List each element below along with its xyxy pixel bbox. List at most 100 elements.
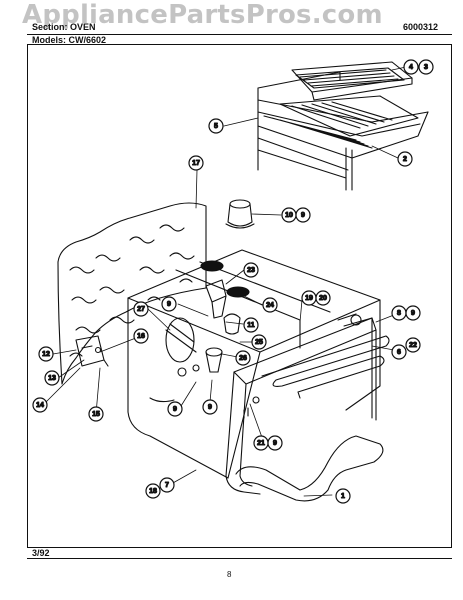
leader-lines bbox=[45, 66, 407, 497]
callout-10: 10 bbox=[281, 207, 297, 223]
callout-25: 25 bbox=[251, 334, 267, 350]
callout-24: 24 bbox=[262, 297, 278, 313]
callout-number: 24 bbox=[266, 302, 274, 309]
callout-number: 9 bbox=[167, 301, 171, 308]
callout-circle bbox=[397, 151, 413, 167]
callout-circle bbox=[208, 118, 224, 134]
callout-21: 21 bbox=[253, 435, 269, 451]
callout-17: 17 bbox=[188, 155, 204, 171]
callout-26: 26 bbox=[235, 350, 251, 366]
callout-9b: 9 bbox=[161, 296, 177, 312]
callout-11: 11 bbox=[243, 317, 259, 333]
callout-number: 22 bbox=[409, 342, 417, 349]
section-label: Section: OVEN bbox=[32, 22, 96, 32]
thermostat-bulb bbox=[205, 279, 227, 373]
callout-9c: 9 bbox=[405, 305, 421, 321]
callout-number: 9 bbox=[411, 310, 415, 317]
bake-element bbox=[235, 396, 384, 502]
callout-6: 6 bbox=[391, 344, 407, 360]
broil-element bbox=[261, 313, 390, 399]
callout-12: 12 bbox=[38, 346, 54, 362]
callout-20: 20 bbox=[315, 290, 331, 306]
callout-number: 15 bbox=[92, 411, 100, 418]
callout-4: 4 bbox=[403, 59, 419, 75]
light-lens bbox=[223, 313, 241, 335]
callout-number: 2 bbox=[403, 156, 407, 163]
callout-circle bbox=[405, 337, 421, 353]
callout-circle bbox=[188, 155, 204, 171]
callout-number: 16 bbox=[137, 333, 145, 340]
light-socket bbox=[225, 199, 255, 229]
callout-circle bbox=[235, 350, 251, 366]
callout-circle bbox=[133, 328, 149, 344]
watermark: AppliancePartsPros.com bbox=[22, 0, 383, 30]
callout-number: 19 bbox=[305, 295, 313, 302]
callout-circle bbox=[403, 59, 419, 75]
callout-circle bbox=[202, 399, 218, 415]
callout-number: 5 bbox=[214, 123, 218, 130]
callout-9e: 9 bbox=[202, 399, 218, 415]
callout-number: 12 bbox=[42, 351, 50, 358]
callout-number: 13 bbox=[48, 375, 56, 382]
callout-number: 18 bbox=[149, 488, 157, 495]
callout-circle bbox=[167, 401, 183, 417]
callout-number: 20 bbox=[319, 295, 327, 302]
callout-2: 2 bbox=[397, 151, 413, 167]
callout-27: 27 bbox=[133, 301, 149, 317]
callout-circle bbox=[44, 370, 60, 386]
callout-1: 1 bbox=[335, 488, 351, 504]
callout-23: 23 bbox=[243, 262, 259, 278]
callout-circle bbox=[262, 297, 278, 313]
callout-number: 14 bbox=[36, 402, 44, 409]
callout-22: 22 bbox=[405, 337, 421, 353]
page-number: 8 bbox=[227, 570, 232, 579]
callout-number: 10 bbox=[285, 212, 293, 219]
callout-9f: 9 bbox=[267, 435, 283, 451]
callout-8: 8 bbox=[391, 305, 407, 321]
header-rule bbox=[27, 34, 452, 35]
callout-15: 15 bbox=[88, 406, 104, 422]
callout-number: 3 bbox=[424, 64, 428, 71]
footer-rule bbox=[27, 558, 452, 559]
callout-number: 21 bbox=[257, 440, 265, 447]
oven-rack bbox=[257, 71, 429, 191]
model-label: Models: CW/6602 bbox=[32, 35, 107, 45]
callout-3: 3 bbox=[418, 59, 434, 75]
callout-number: 7 bbox=[165, 482, 169, 489]
callout-circle bbox=[243, 317, 259, 333]
callout-number: 11 bbox=[247, 322, 255, 329]
broiler-grid bbox=[279, 95, 419, 137]
callout-number: 25 bbox=[255, 339, 263, 346]
callout-circle bbox=[418, 59, 434, 75]
callout-number: 1 bbox=[341, 493, 345, 500]
mounting-bracket bbox=[75, 335, 109, 367]
side-wall-details bbox=[149, 317, 200, 403]
callout-circle bbox=[159, 477, 175, 493]
callout-number: 9 bbox=[273, 440, 277, 447]
diagram-frame bbox=[27, 44, 452, 548]
callout-circle bbox=[32, 397, 48, 413]
callout-19: 19 bbox=[301, 290, 317, 306]
callout-number: 9 bbox=[173, 406, 177, 413]
oven-cavity bbox=[127, 249, 381, 495]
callout-circle bbox=[161, 296, 177, 312]
callout-number: 17 bbox=[192, 160, 200, 167]
callout-14: 14 bbox=[32, 397, 48, 413]
callout-circle bbox=[315, 290, 331, 306]
callout-number: 9 bbox=[301, 212, 305, 219]
broiler-pan bbox=[291, 61, 413, 101]
callout-circle bbox=[251, 334, 267, 350]
callout-18: 18 bbox=[145, 483, 161, 499]
insulation-blanket bbox=[57, 202, 207, 385]
footer-date: 3/92 bbox=[32, 548, 50, 558]
callout-circle bbox=[295, 207, 311, 223]
callout-circle bbox=[145, 483, 161, 499]
callout-number: 9 bbox=[208, 404, 212, 411]
callout-16: 16 bbox=[133, 328, 149, 344]
callout-13: 13 bbox=[44, 370, 60, 386]
callout-number: 23 bbox=[247, 267, 255, 274]
callout-number: 8 bbox=[397, 310, 401, 317]
callout-9a: 9 bbox=[295, 207, 311, 223]
